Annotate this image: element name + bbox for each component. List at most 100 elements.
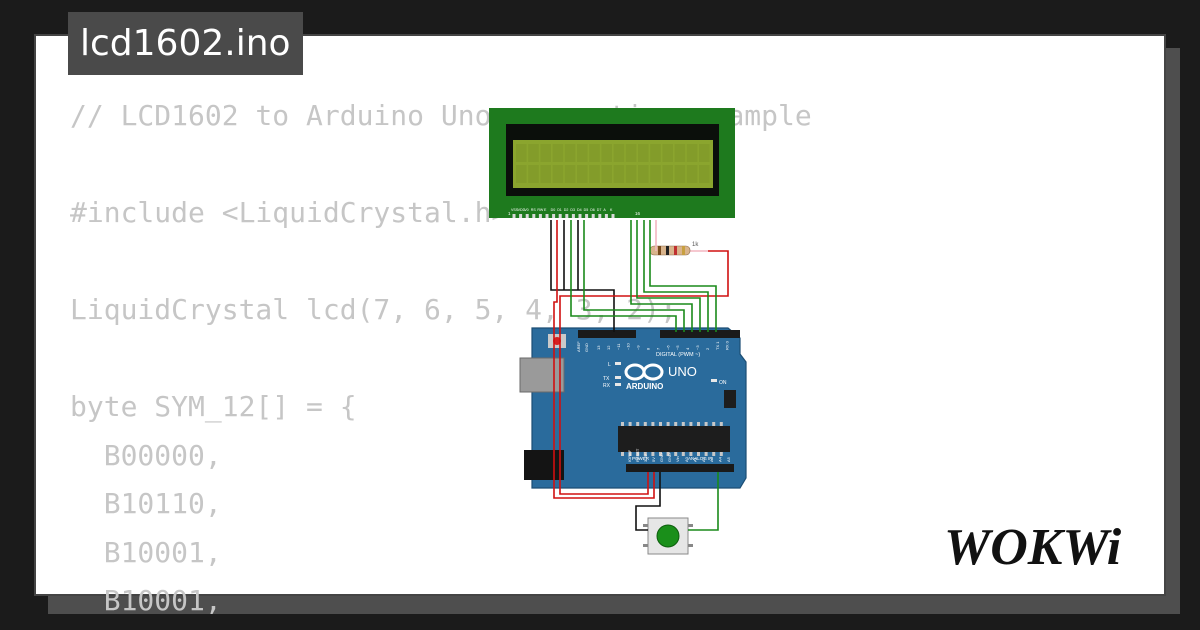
power-pin-label: RESET xyxy=(635,448,640,462)
lcd-char-cell xyxy=(528,144,539,162)
chip-pin xyxy=(666,422,670,426)
header-power xyxy=(626,464,688,472)
pushbutton-cap[interactable] xyxy=(656,524,680,548)
lcd-char-cell xyxy=(577,165,588,183)
lcd-char-cell xyxy=(613,165,625,183)
lcd-pin xyxy=(512,214,516,218)
atmega-chip xyxy=(618,426,730,452)
chip-pin xyxy=(689,422,693,426)
lcd-pin-label: D1 xyxy=(557,208,562,212)
lcd-pin xyxy=(591,214,595,218)
lcd-char-cell xyxy=(699,144,710,162)
digital-pin-label: RX 0 xyxy=(725,340,730,350)
power-pin-label: GND xyxy=(667,453,672,462)
lcd-char-cell xyxy=(516,165,527,183)
power-pin-label: 3.3V xyxy=(643,453,648,462)
wire-d5-d4 xyxy=(636,220,701,332)
arduino-model: UNO xyxy=(668,364,697,379)
chip-pin xyxy=(697,452,700,456)
lcd-pin xyxy=(525,214,529,218)
lcd-pin xyxy=(598,214,602,218)
lcd-pin xyxy=(532,214,536,218)
on-label: ON xyxy=(719,380,727,386)
digital-pin-label: ~10 xyxy=(626,342,631,350)
on-led xyxy=(711,379,717,382)
chip-pin xyxy=(659,452,662,456)
lcd-char-cell xyxy=(528,165,539,183)
lcd-char-cell xyxy=(601,165,612,183)
resistor-label: 1k xyxy=(692,242,699,248)
wokwi-logo: WOKWi xyxy=(944,519,1122,576)
wire-vss-gnd xyxy=(550,220,615,332)
lcd-pin-label: D6 xyxy=(590,208,595,212)
analog-pin-label: A0 xyxy=(684,456,689,462)
tx-led-label: TX xyxy=(603,376,610,382)
lcd-pin-label: D5 xyxy=(584,208,589,212)
lcd-character-grid xyxy=(516,144,710,183)
digital-pin-label: 8 xyxy=(646,347,651,350)
lcd-pin-label: V0 xyxy=(524,208,528,212)
lcd-pin xyxy=(545,214,549,218)
chip-pins xyxy=(621,422,723,456)
digital-pin-label: TX 1 xyxy=(715,341,720,350)
lcd-pin-label: D3 xyxy=(570,208,575,212)
power-pin-label: Vin xyxy=(675,456,680,462)
wire-button-a3 xyxy=(688,472,719,531)
digital-pin-label: ~3 xyxy=(695,345,700,350)
wire-rs-d7 xyxy=(570,220,677,332)
digital-pin-label: 12 xyxy=(606,345,611,350)
l-led xyxy=(615,362,621,365)
lcd-pin-label: K xyxy=(610,208,613,212)
code-line: LiquidCrystal lcd(7, 6, 5, 4, 3, 2); xyxy=(70,293,677,326)
analog-pin-label: A1 xyxy=(692,456,697,462)
chip-pin xyxy=(704,422,708,426)
lcd-char-cell xyxy=(552,144,564,162)
lcd-pin-label: VSS xyxy=(511,208,519,212)
lcd-pin xyxy=(552,214,556,218)
wire-e-d6 xyxy=(583,220,685,332)
preview-card: // LCD1602 to Arduino Uno connection exa… xyxy=(34,34,1166,617)
digital-pin-label: ~6 xyxy=(665,345,670,350)
lcd-char-cell xyxy=(552,165,564,183)
header-analog xyxy=(682,464,734,472)
analog-pin-label: A4 xyxy=(718,456,723,462)
digital-pin-label: ~9 xyxy=(636,345,641,350)
lcd-pin xyxy=(571,214,575,218)
lcd-pin xyxy=(558,214,562,218)
icsp-header xyxy=(724,390,736,408)
chip-pin xyxy=(689,452,693,456)
lcd-pin-last: 16 xyxy=(635,211,641,216)
lcd-char-cell xyxy=(540,165,551,183)
chip-pin xyxy=(681,422,685,426)
lcd-char-cell xyxy=(686,165,698,183)
digital-pin-label: ~5 xyxy=(675,345,680,350)
lcd-char-cell xyxy=(564,144,576,162)
resistor: 1k xyxy=(649,242,708,256)
chip-pin xyxy=(666,452,670,456)
lcd-char-cell xyxy=(589,165,600,183)
arduino-brand: ARDUINO xyxy=(626,382,663,391)
power-pin-label: 5V xyxy=(651,457,656,462)
lcd-pin xyxy=(519,214,523,218)
lcd-char-cell xyxy=(662,165,673,183)
code-line: B00000, xyxy=(70,438,222,472)
chip-pin xyxy=(697,422,700,426)
lcd-char-cell xyxy=(638,144,649,162)
lcd-char-cell xyxy=(699,165,710,183)
wokwi-logo-text: WOKWi xyxy=(944,519,1122,576)
lcd-char-cell xyxy=(601,144,612,162)
analog-pin-label: A2 xyxy=(701,456,706,462)
lcd-char-cell xyxy=(662,144,673,162)
wire-resistor-5v xyxy=(708,250,729,282)
lcd-pin xyxy=(611,214,615,218)
pushbutton xyxy=(643,517,693,555)
chip-pin xyxy=(719,422,723,426)
lcd-pin xyxy=(538,214,542,218)
lcd-char-cell xyxy=(650,165,661,183)
lcd-char-cell xyxy=(589,144,600,162)
tx-led xyxy=(615,376,621,379)
